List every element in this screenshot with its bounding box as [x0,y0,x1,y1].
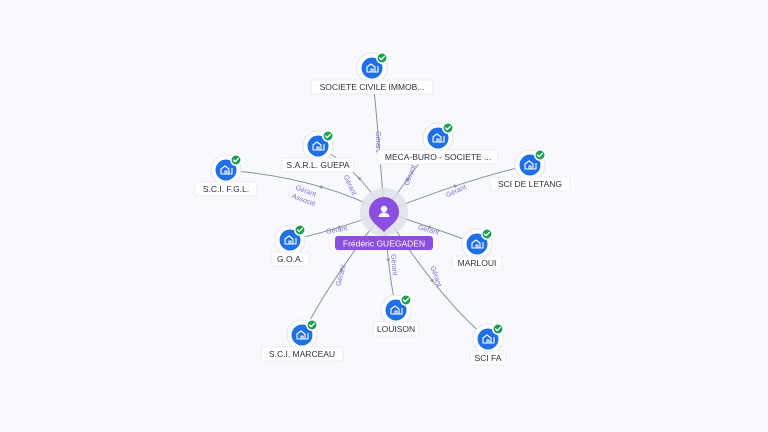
company-label: S.C.I. MARCEAU [269,349,335,359]
edge-label-sarl-guepa-0: Gérant [342,174,357,196]
edge-arrow-sci-letang [453,184,458,189]
company-label: SCI DE LETANG [498,179,562,189]
company-node-meca-buro[interactable]: MECA-BURO - SOCIETE ... [377,122,499,165]
building-icon [390,305,403,315]
company-label: SOCIETE CIVILE IMMOB... [320,82,425,92]
company-label: MARLOUI [458,258,497,268]
company-node-sci-marceau[interactable]: S.C.I. MARCEAU [260,319,344,362]
building-icon [524,160,537,170]
edge-arrow-goa [336,225,341,229]
edge-arrow-meca-buro [405,177,409,182]
edge-label-louison-0: Gérant [389,254,398,276]
company-label: S.A.R.L. GUEPA [286,160,349,170]
company-label: S.C.I. F.G.L. [203,184,249,194]
edge-arrow-louison [386,258,390,263]
company-node-sarl-guepa[interactable]: S.A.R.L. GUEPA [281,130,355,173]
company-node-sci-fa[interactable]: SCI FA [469,323,507,366]
edge-arrow-sarl-guepa [357,176,362,181]
building-icon [432,133,445,143]
company-label-box [469,350,507,366]
company-label-box [270,251,310,267]
company-label-box [489,176,571,192]
building-icon [220,165,233,175]
edge-label-marloui-0: Gérant [417,224,440,236]
edge-arrow-sci-fgl [318,185,323,189]
company-node-sci-letang[interactable]: SCI DE LETANG [489,149,571,192]
nodes-layer: SOCIETE CIVILE IMMOB... S.A.R.L. GUEPA MEC… [194,52,571,366]
company-node-sci-fgl[interactable]: S.C.I. F.G.L. [194,154,258,197]
check-badge-icon [230,154,242,166]
check-badge-icon [306,319,318,331]
company-label-box [194,181,258,197]
check-badge-icon [492,323,504,335]
edge-arrow-sci-fa [430,278,435,283]
edge-label-sci-fa-0: Gérant [428,265,442,288]
company-label: MECA-BURO - SOCIETE ... [385,152,491,162]
building-icon [312,141,325,151]
company-label-box [281,157,355,173]
building-icon [366,63,379,73]
company-label: SCI FA [475,353,502,363]
edge-label-sci-immob-0: Gérant [374,131,381,152]
edge-label-sci-marceau-0: Gérant [335,264,347,287]
company-label-box [260,346,344,362]
company-node-sci-immob[interactable]: SOCIETE CIVILE IMMOB... [310,52,434,95]
check-badge-icon [294,224,306,236]
company-label-box [310,79,434,95]
check-badge-icon [376,52,388,64]
company-node-marloui[interactable]: MARLOUI [451,228,503,271]
check-badge-icon [534,149,546,161]
company-label: G.O.A. [277,254,303,264]
check-badge-icon [481,228,493,240]
company-label-box [377,149,499,165]
building-icon [284,235,297,245]
person-icon [378,205,390,217]
building-icon [482,334,495,344]
company-label-box [451,255,503,271]
check-badge-icon [442,122,454,134]
check-badge-icon [400,294,412,306]
building-icon [296,330,309,340]
company-label-box [372,321,420,337]
company-node-louison[interactable]: LOUISON [372,294,420,337]
company-node-goa[interactable]: G.O.A. [270,224,310,267]
center-person-label: Frédéric GUEGADEN [343,239,425,249]
check-badge-icon [322,130,334,142]
edge-arrow-marloui [428,225,433,229]
center-person-node[interactable]: Frédéric GUEGADEN [335,188,433,250]
company-label: LOUISON [377,324,415,334]
edge-label-goa-0: Gérant [326,225,348,236]
building-icon [471,239,484,249]
edge-label-meca-buro-0: Gérant [404,164,418,187]
edge-arrow-sci-marceau [339,267,344,273]
